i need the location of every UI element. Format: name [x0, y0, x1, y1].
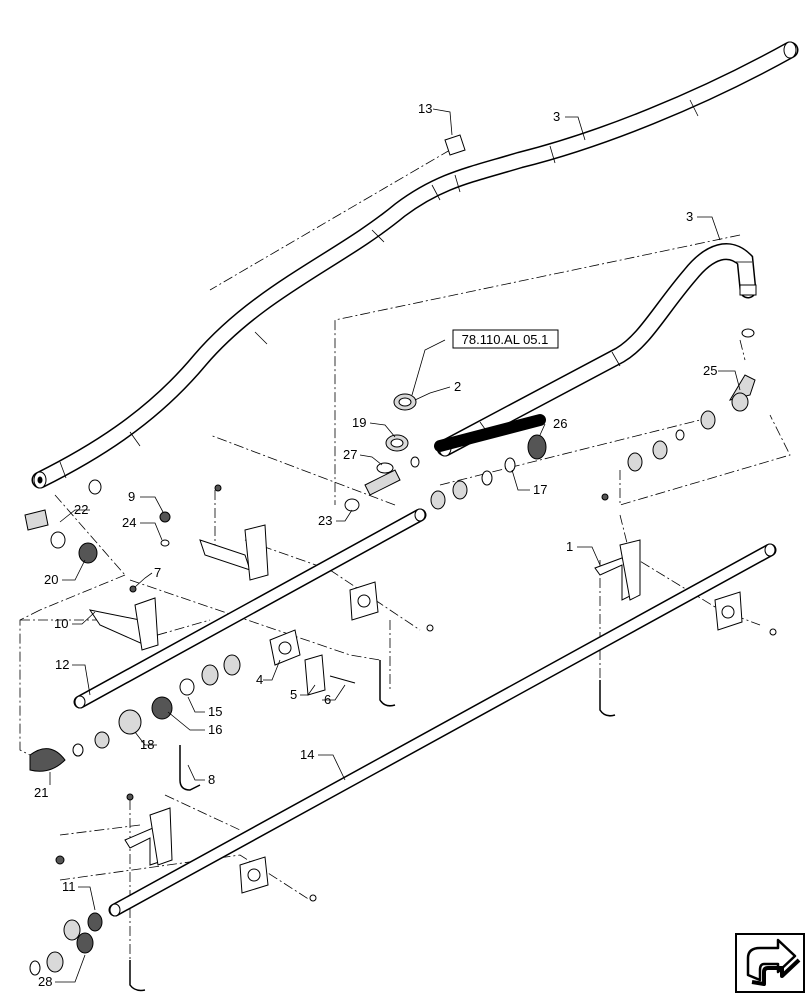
callout-3-right: 3 — [686, 209, 693, 224]
clamp-block-lower — [239, 856, 269, 894]
clamp-block-4 — [269, 629, 301, 666]
callout-24: 24 — [122, 515, 136, 530]
reference-box-frame[interactable] — [452, 329, 559, 349]
hose-top — [31, 41, 799, 489]
callout-23: 23 — [318, 513, 332, 528]
fittings — [24, 134, 777, 976]
reference-box-text[interactable]: 78.110.AL 05.1 — [462, 332, 549, 347]
callout-2: 2 — [454, 379, 461, 394]
callout-12: 12 — [55, 657, 69, 672]
plate-5 — [304, 654, 326, 696]
u-bolts — [129, 660, 616, 992]
tube-14-long — [108, 543, 777, 917]
callout-labels: 13 3 3 2 19 27 23 26 17 25 22 9 24 20 7 … — [34, 101, 717, 989]
callout-16: 16 — [208, 722, 222, 737]
tube-short-19 — [434, 414, 546, 452]
callout-14: 14 — [300, 747, 314, 762]
callout-25: 25 — [703, 363, 717, 378]
callout-9: 9 — [128, 489, 135, 504]
callout-28: 28 — [38, 974, 52, 989]
callout-20: 20 — [44, 572, 58, 587]
bracket-mid-upper — [199, 524, 269, 581]
callout-7: 7 — [154, 565, 161, 580]
clamp-block-mid — [349, 581, 379, 621]
callout-15: 15 — [208, 704, 222, 719]
callout-4: 4 — [256, 672, 263, 687]
callout-1: 1 — [566, 539, 573, 554]
callout-11: 11 — [62, 879, 76, 894]
callout-8: 8 — [208, 772, 215, 787]
bracket-10 — [88, 597, 159, 651]
callout-13: 13 — [418, 101, 432, 116]
callout-21: 21 — [34, 785, 48, 800]
reference-link[interactable]: 78.110.AL 05.1 — [452, 329, 559, 349]
callout-27: 27 — [343, 447, 357, 462]
next-page-arrow-icon[interactable] — [735, 933, 805, 993]
leader-lines — [49, 108, 741, 983]
tube-12-long — [73, 508, 427, 709]
callout-5: 5 — [290, 687, 297, 702]
callout-22: 22 — [74, 502, 88, 517]
clamp-block-right — [714, 591, 743, 631]
callout-18: 18 — [140, 737, 154, 752]
callout-6: 6 — [324, 692, 331, 707]
callout-19: 19 — [352, 415, 366, 430]
callout-3-top: 3 — [553, 109, 560, 124]
callout-26: 26 — [553, 416, 567, 431]
callout-10: 10 — [54, 616, 68, 631]
callout-17: 17 — [533, 482, 547, 497]
bracket-1 — [594, 539, 641, 601]
bracket-lower-left — [124, 807, 173, 866]
